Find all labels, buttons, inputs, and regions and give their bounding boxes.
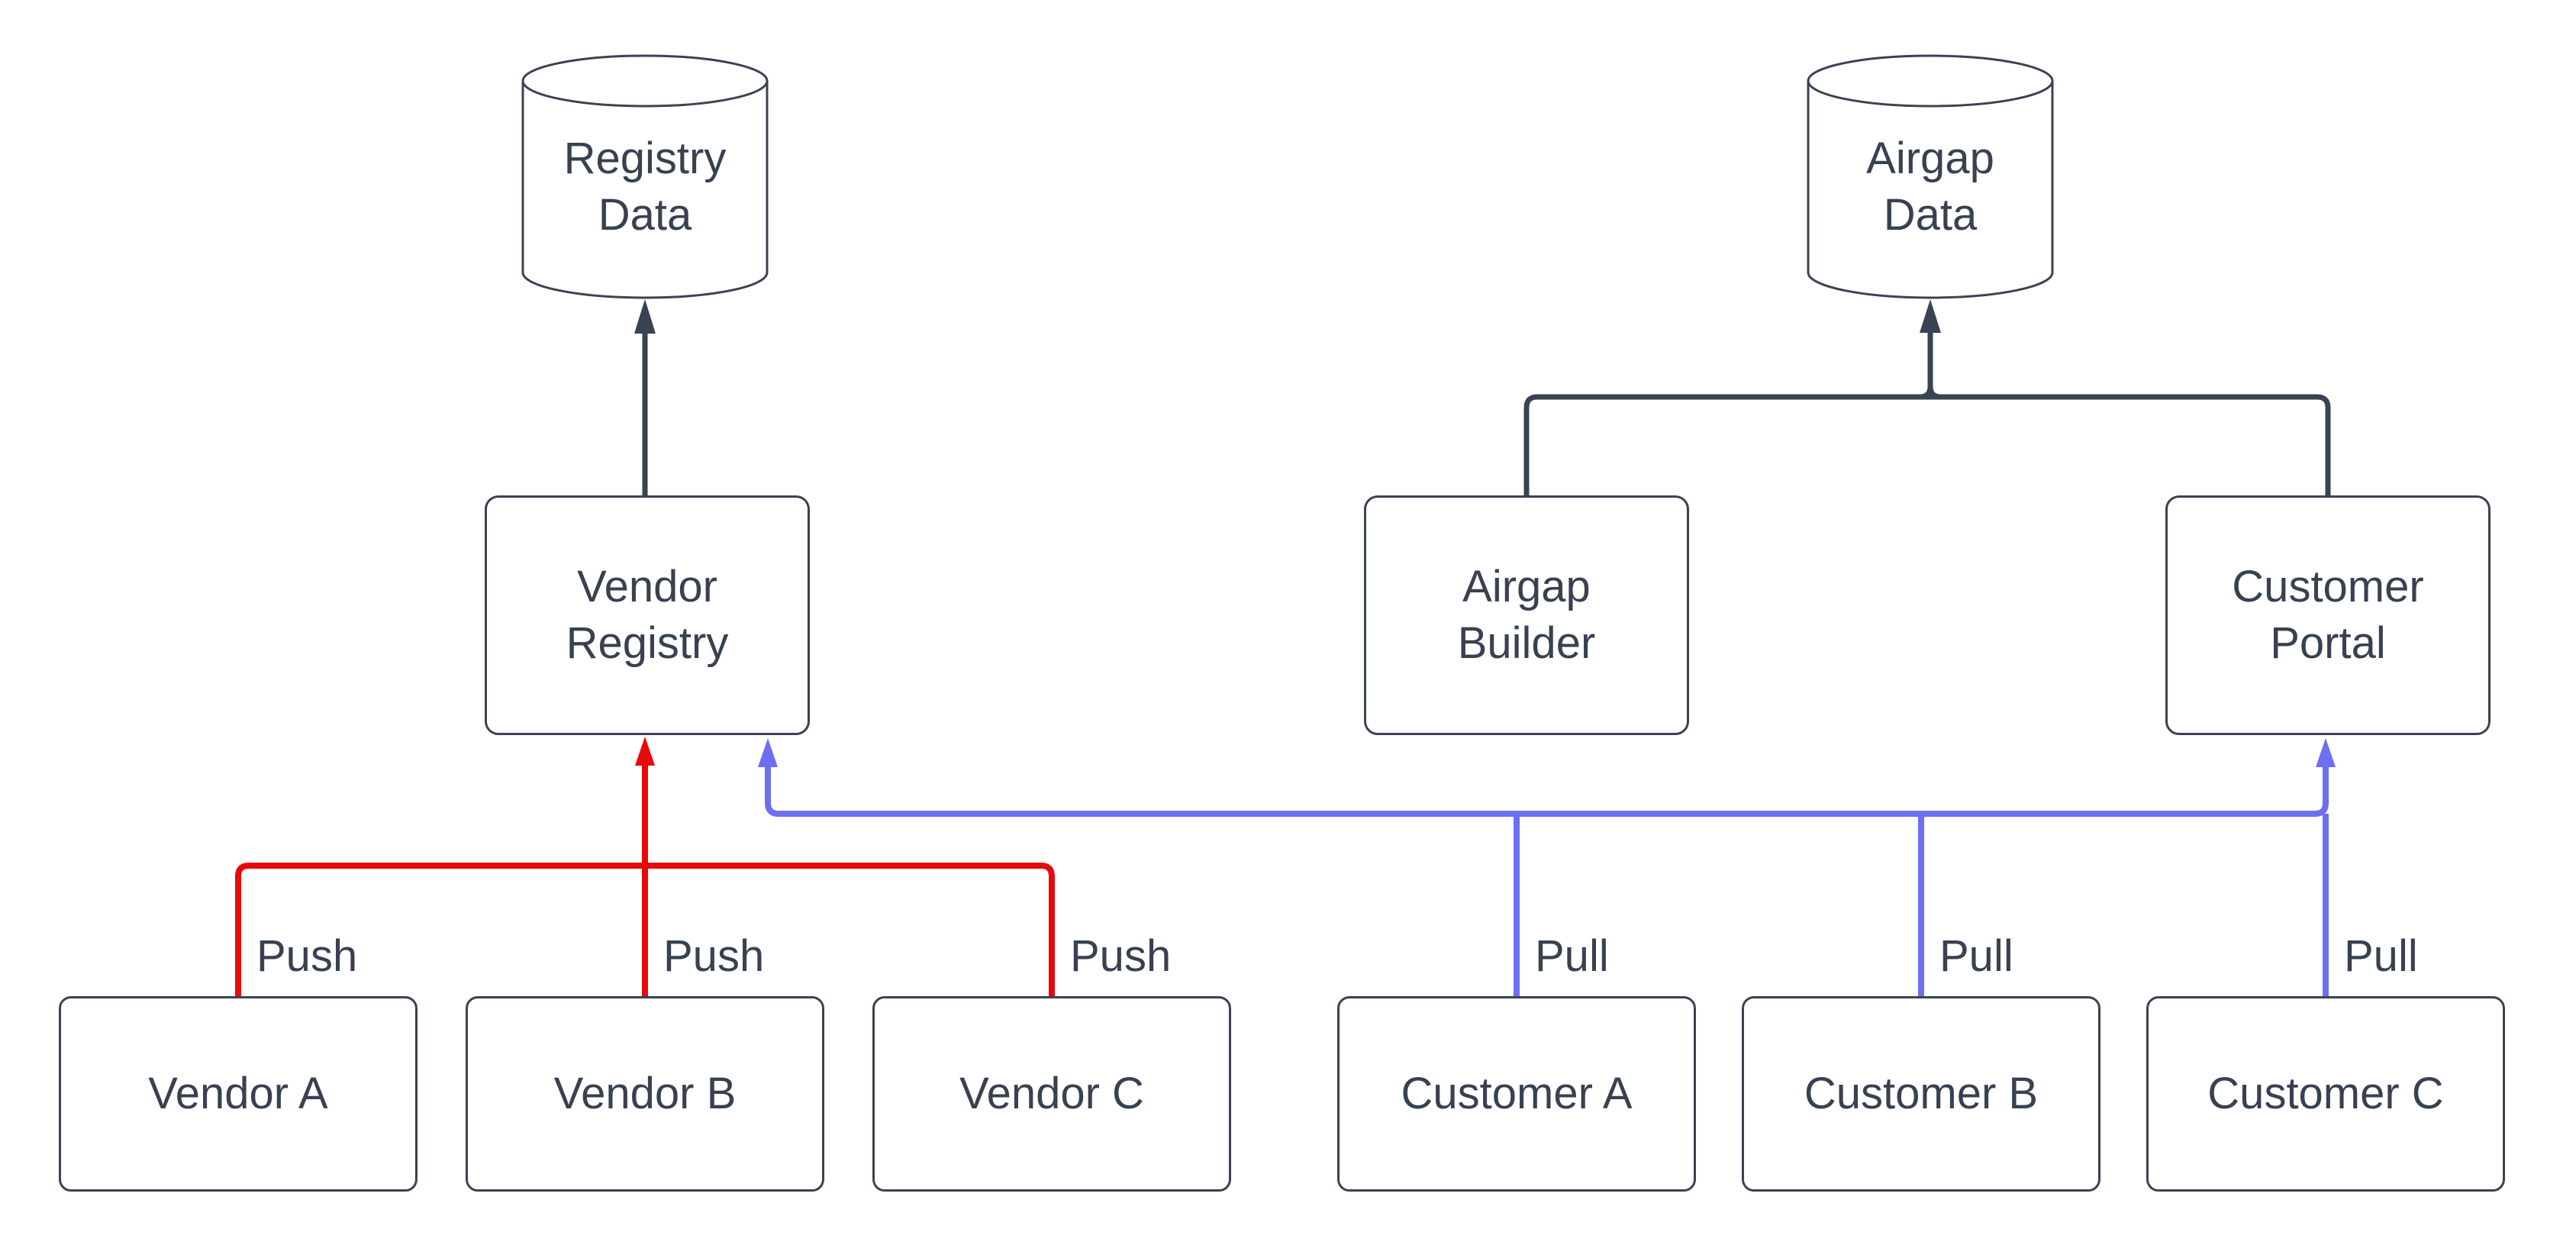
arrowhead-pull-vendor-registry xyxy=(758,738,778,767)
node-airgap-builder: Airgap Builder xyxy=(1364,495,1689,735)
node-customer-a: Customer A xyxy=(1337,996,1696,1192)
airgap-data-cylinder-top xyxy=(1807,54,2054,108)
registry-data-label: Registry Data xyxy=(563,133,727,240)
edge-label-push-vendor-b: Push xyxy=(663,931,765,981)
airgap-data-cylinder-body xyxy=(1807,81,2054,299)
registry-data-cylinder-body xyxy=(521,81,769,299)
edge-junction-to-airgap-data xyxy=(1919,331,1942,400)
registry-data-cylinder xyxy=(521,54,769,299)
airgap-data-label: Airgap Data xyxy=(1866,133,1994,240)
edge-label-push-vendor-a: Push xyxy=(256,931,358,981)
edge-label-pull-customer-a: Pull xyxy=(1535,931,1609,981)
registry-data-cylinder-top xyxy=(521,54,769,108)
airgap-data-cylinder xyxy=(1807,54,2054,299)
edge-builder-portal-junction xyxy=(1523,394,2331,495)
node-customer-c: Customer C xyxy=(2146,996,2505,1192)
edge-label-push-vendor-c: Push xyxy=(1070,931,1172,981)
node-vendor-c: Vendor C xyxy=(872,996,1231,1192)
node-vendor-b: Vendor B xyxy=(466,996,824,1192)
arrowhead-pull-customer-portal xyxy=(2316,738,2336,767)
edge-pull-bus xyxy=(765,763,2329,817)
node-customer-b: Customer B xyxy=(1742,996,2100,1192)
node-vendor-registry: Vendor Registry xyxy=(485,495,810,735)
arrowhead-registry-data xyxy=(634,299,656,334)
arrowhead-airgap-data xyxy=(1920,299,1941,333)
arrowhead-push-vendor-registry xyxy=(635,737,655,766)
edge-label-pull-customer-b: Pull xyxy=(1939,931,2013,981)
node-customer-portal: Customer Portal xyxy=(2165,495,2491,735)
edge-label-pull-customer-c: Pull xyxy=(2344,931,2418,981)
node-vendor-a: Vendor A xyxy=(59,996,418,1192)
